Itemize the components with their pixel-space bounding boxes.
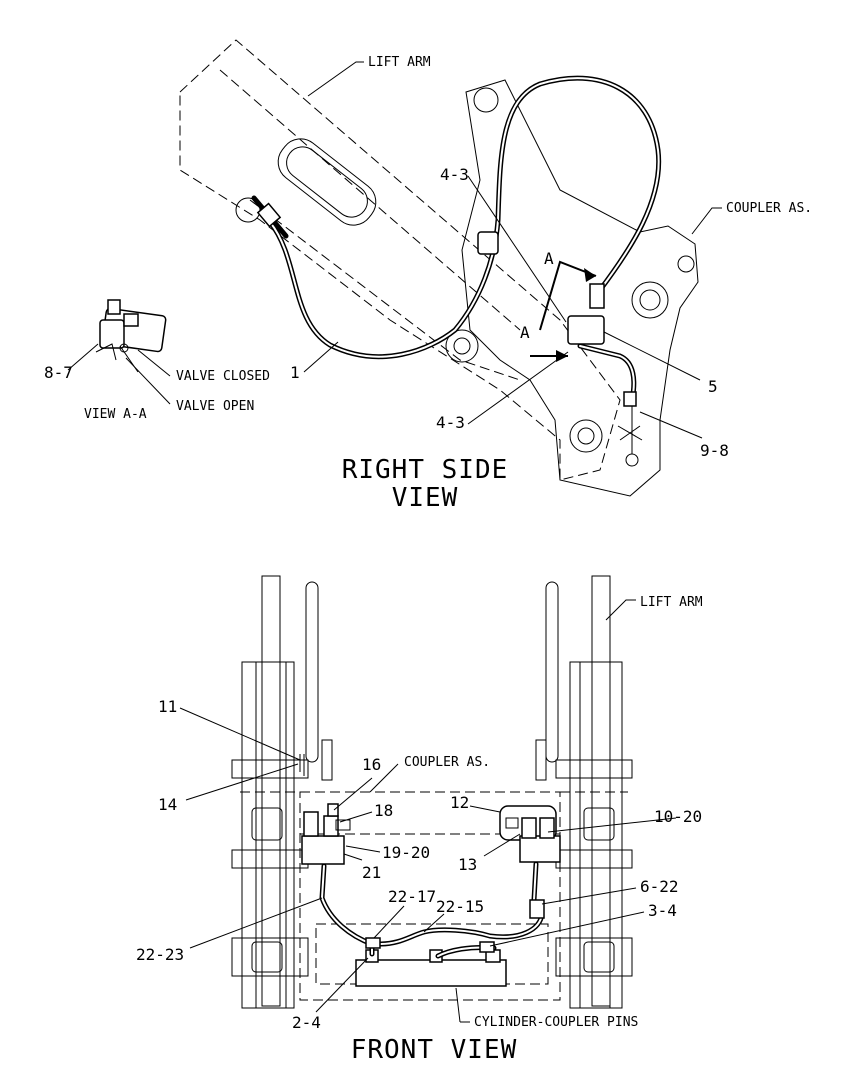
valve-closed-label: VALVE CLOSED <box>176 369 270 384</box>
side-view-leaders <box>67 61 722 439</box>
right-side-view-title-line1: RIGHT SIDE <box>342 455 509 485</box>
right-side-view-title-line2: VIEW <box>392 483 459 513</box>
lift-arm-label-side: LIFT ARM <box>368 55 431 70</box>
right-side-view: A A LIFT ARM COUPLER AS. 4-3 <box>44 39 812 513</box>
right-lift-arm <box>535 575 633 1009</box>
callout-5: 5 <box>708 377 718 396</box>
callout-9-8: 9-8 <box>700 441 729 460</box>
lift-arm-slot <box>277 138 377 226</box>
section-a-upper: A <box>544 249 554 268</box>
hose-1 <box>251 75 662 360</box>
view-a-a-detail <box>95 299 167 373</box>
front-view: LIFT ARM COUPLER AS. CYLINDER-COUPLER PI… <box>136 575 703 1065</box>
callout-8-7: 8-7 <box>44 363 73 382</box>
callout-6-22: 6-22 <box>640 877 679 896</box>
callout-11: 11 <box>158 697 177 716</box>
right-valve-block <box>499 805 561 863</box>
lift-arm-outline <box>179 39 621 481</box>
valve-assembly-side <box>567 283 643 467</box>
coupler-as-label-front: COUPLER AS. <box>404 755 490 770</box>
callout-18: 18 <box>374 801 393 820</box>
cylinder <box>355 949 507 987</box>
callout-10-20: 10-20 <box>654 807 702 826</box>
front-hoses <box>319 861 545 959</box>
callout-2-4: 2-4 <box>292 1013 321 1032</box>
callout-16: 16 <box>362 755 381 774</box>
front-view-leaders <box>179 599 677 1023</box>
coupler-body-side <box>235 79 699 497</box>
callout-4-3-bottom: 4-3 <box>436 413 465 432</box>
valve-open-label: VALVE OPEN <box>176 399 254 414</box>
callout-4-3-top: 4-3 <box>440 165 469 184</box>
left-valve-block <box>299 754 351 865</box>
callout-14: 14 <box>158 795 177 814</box>
view-a-a-label: VIEW A-A <box>84 407 147 422</box>
callout-22-23: 22-23 <box>136 945 184 964</box>
section-a-lower: A <box>520 323 530 342</box>
coupler-as-label-side: COUPLER AS. <box>726 201 812 216</box>
lift-arm-label-front: LIFT ARM <box>640 595 703 610</box>
callout-12: 12 <box>450 793 469 812</box>
callout-3-4: 3-4 <box>648 901 677 920</box>
callout-22-17: 22-17 <box>388 887 436 906</box>
front-view-title: FRONT VIEW <box>351 1035 518 1065</box>
left-lift-arm <box>231 575 333 1009</box>
callout-22-15: 22-15 <box>436 897 484 916</box>
cylinder-coupler-pins-label: CYLINDER-COUPLER PINS <box>474 1015 638 1030</box>
callout-1: 1 <box>290 363 300 382</box>
callout-13: 13 <box>458 855 477 874</box>
callout-21: 21 <box>362 863 381 882</box>
callout-19-20: 19-20 <box>382 843 430 862</box>
